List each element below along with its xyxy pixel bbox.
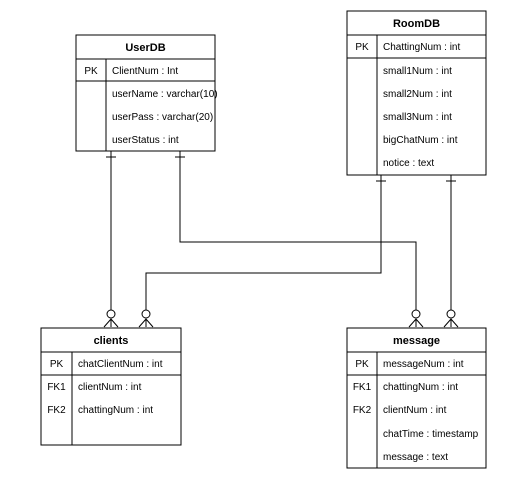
field-label: userName : varchar(10) xyxy=(112,89,218,100)
key-label: FK2 xyxy=(47,405,66,416)
relationships xyxy=(103,151,459,328)
field-label: chattingNum : int xyxy=(78,405,153,416)
key-label: FK1 xyxy=(353,382,372,393)
field-label: small3Num : int xyxy=(383,112,452,123)
entity-title: message xyxy=(393,335,440,347)
crowfoot-message-1 xyxy=(408,309,424,328)
entity-clients[interactable]: clients PK chatClientNum : int FK1 clien… xyxy=(40,327,182,446)
field-label: clientNum : int xyxy=(78,382,142,393)
entity-title: clients xyxy=(94,335,129,347)
crowfoot-clients-1 xyxy=(103,309,119,328)
entity-message[interactable]: message PK messageNum : int FK1 chatting… xyxy=(346,327,487,469)
field-label: messageNum : int xyxy=(383,359,464,370)
crowfoot-clients-2 xyxy=(138,309,154,328)
field-label: small1Num : int xyxy=(383,66,452,77)
key-label: PK xyxy=(355,42,369,53)
field-label: chatTime : timestamp xyxy=(383,429,479,440)
field-label: ClientNum : Int xyxy=(112,66,178,77)
entity-roomdb[interactable]: RoomDB PK ChattingNum : int small1Num : … xyxy=(346,10,487,176)
crowfoot-message-2 xyxy=(443,309,459,328)
key-label: PK xyxy=(84,66,98,77)
field-label: chatClientNum : int xyxy=(78,359,163,370)
field-label: bigChatNum : int xyxy=(383,135,458,146)
entity-userdb[interactable]: UserDB PK ClientNum : Int userName : var… xyxy=(75,34,218,152)
field-label: small2Num : int xyxy=(383,89,452,100)
entity-title: UserDB xyxy=(125,42,165,54)
entity-title: RoomDB xyxy=(393,18,440,30)
field-label: clientNum : int xyxy=(383,405,447,416)
rel-roomdb-clients xyxy=(145,175,382,318)
key-label: FK1 xyxy=(47,382,66,393)
field-label: notice : text xyxy=(383,158,434,169)
key-label: PK xyxy=(50,359,64,370)
field-label: message : text xyxy=(383,452,448,463)
field-label: userPass : varchar(20) xyxy=(112,112,213,123)
rel-userdb-message xyxy=(179,151,417,318)
field-label: chattingNum : int xyxy=(383,382,458,393)
key-label: PK xyxy=(355,359,369,370)
key-label: FK2 xyxy=(353,405,372,416)
field-label: userStatus : int xyxy=(112,135,179,146)
field-label: ChattingNum : int xyxy=(383,42,460,53)
